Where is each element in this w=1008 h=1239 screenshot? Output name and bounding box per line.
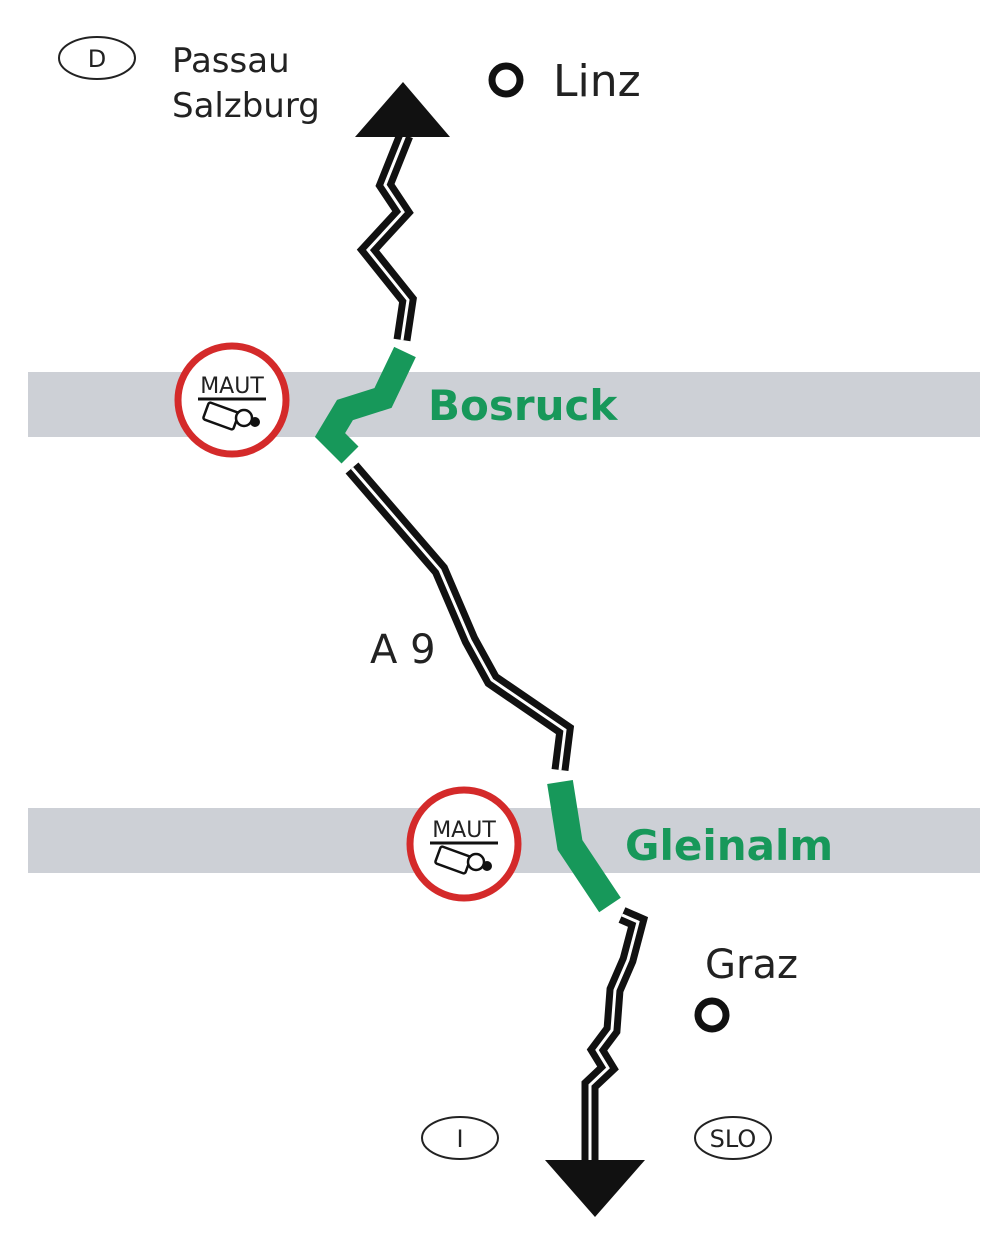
country-badge-slo bbox=[694, 1116, 772, 1160]
country-code-d: D bbox=[88, 45, 106, 73]
toll-sign-icon: MAUT bbox=[406, 786, 522, 902]
route-label: A 9 bbox=[370, 627, 436, 673]
country-code-i: I bbox=[456, 1125, 463, 1153]
destination-passau: Passau bbox=[172, 41, 290, 81]
city-marker-icon bbox=[694, 997, 730, 1033]
road-segment-north bbox=[356, 131, 417, 342]
tunnel-name-gleinalm: Gleinalm bbox=[625, 821, 833, 870]
country-code-slo: SLO bbox=[710, 1125, 757, 1153]
tunnel-name-bosruck: Bosruck bbox=[428, 381, 618, 430]
city-graz: Graz bbox=[705, 942, 798, 988]
toll-sign-icon: MAUT bbox=[174, 342, 290, 458]
road-segment-south bbox=[581, 907, 649, 1162]
city-linz: Linz bbox=[553, 56, 641, 107]
destination-salzburg: Salzburg bbox=[172, 86, 320, 126]
country-badge-d bbox=[58, 36, 136, 80]
svg-text:MAUT: MAUT bbox=[200, 374, 264, 399]
svg-text:MAUT: MAUT bbox=[432, 818, 496, 843]
arrow-north-icon bbox=[355, 82, 450, 137]
road-segment-middle bbox=[345, 462, 575, 772]
gleinalm-tunnel-segment bbox=[547, 779, 621, 913]
city-marker-icon bbox=[488, 62, 524, 98]
country-badge-i bbox=[421, 1116, 499, 1160]
bosruck-tunnel-segment bbox=[314, 346, 416, 464]
arrow-south-icon bbox=[545, 1160, 645, 1217]
